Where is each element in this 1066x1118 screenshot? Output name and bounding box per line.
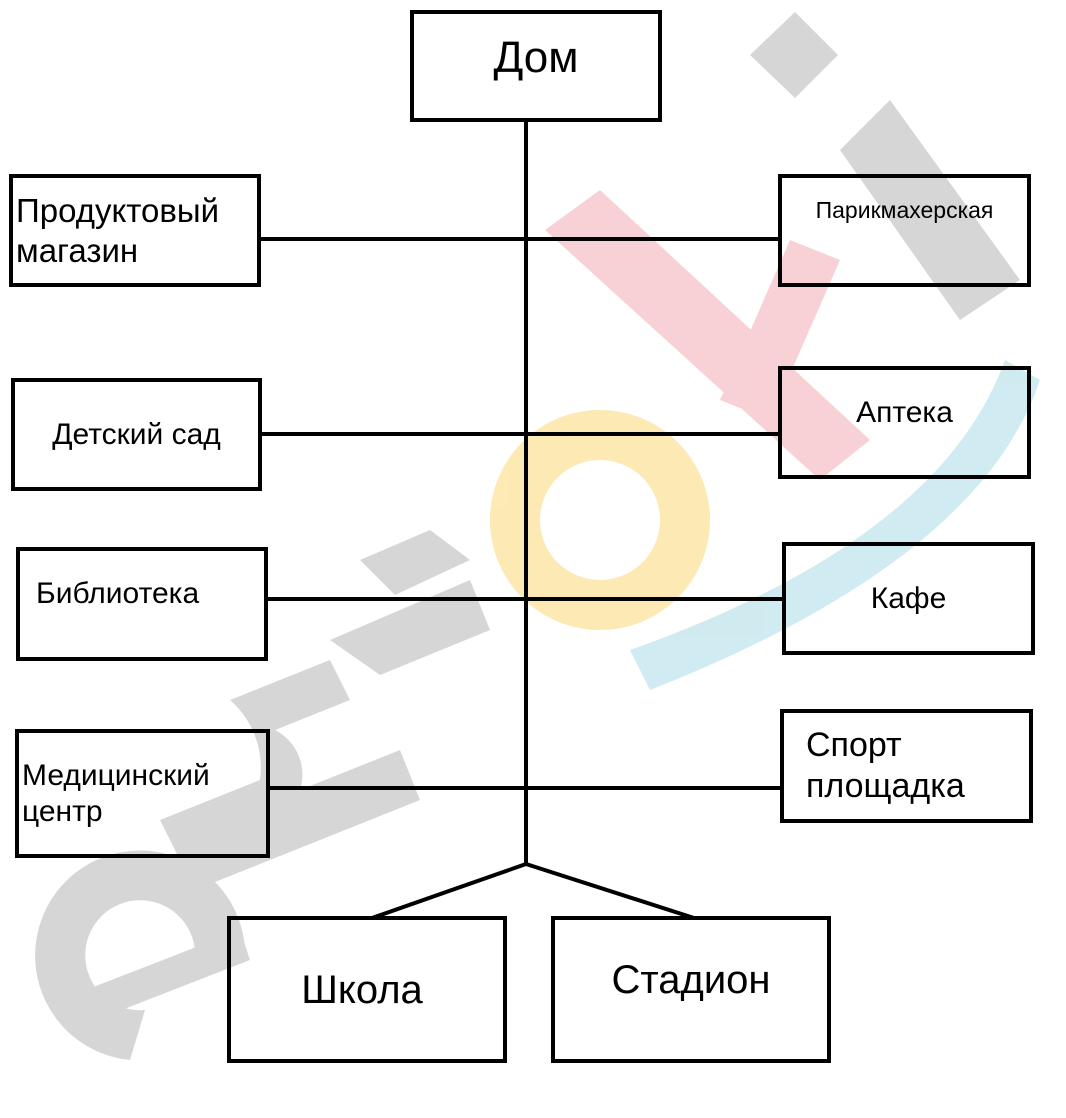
node-hair-salon: Парикмахерская (778, 174, 1031, 287)
node-home: Дом (410, 10, 662, 122)
watermark-letter-u (160, 660, 420, 890)
watermark-letter-k (545, 190, 870, 480)
node-medical-center-label: Медицинский центр (22, 758, 210, 828)
branch-line-to-stadium (525, 862, 695, 920)
node-school-label: Школа (301, 967, 423, 1012)
node-pharmacy: Аптека (778, 366, 1031, 479)
node-grocery-store-label: Продуктовый магазин (16, 191, 220, 269)
node-medical-center: Медицинский центр (15, 729, 270, 858)
node-school: Школа (227, 916, 507, 1063)
branch-line-to-school (371, 862, 527, 920)
watermark-letter-r (330, 580, 490, 675)
node-cafe: Кафе (782, 542, 1035, 655)
node-grocery-store: Продуктовый магазин (9, 174, 261, 287)
node-library: Библиотека (16, 547, 268, 661)
node-kindergarten-label: Детский сад (52, 417, 221, 451)
connector-lines (258, 120, 784, 920)
watermark-letter-i-dot (750, 12, 838, 98)
node-stadium-label: Стадион (611, 957, 771, 1002)
node-sports-ground-label: Спорт площадка (806, 726, 965, 805)
node-stadium: Стадион (551, 916, 831, 1063)
node-cafe-label: Кафе (870, 581, 947, 615)
watermark-letter-i-stem (840, 100, 1020, 320)
node-hair-salon-label: Парикмахерская (815, 196, 994, 223)
node-sports-ground: Спорт площадка (780, 709, 1033, 823)
watermark-letter-r-hook (360, 530, 470, 595)
node-home-label: Дом (493, 32, 579, 82)
node-kindergarten: Детский сад (11, 378, 262, 491)
watermark-letter-i-arc (630, 360, 1040, 690)
euroki-watermark (35, 12, 1040, 1060)
watermark-letter-e-bar (60, 930, 250, 1030)
node-pharmacy-label: Аптека (856, 395, 953, 429)
watermark-letter-o (490, 410, 710, 630)
node-library-label: Библиотека (36, 577, 200, 610)
